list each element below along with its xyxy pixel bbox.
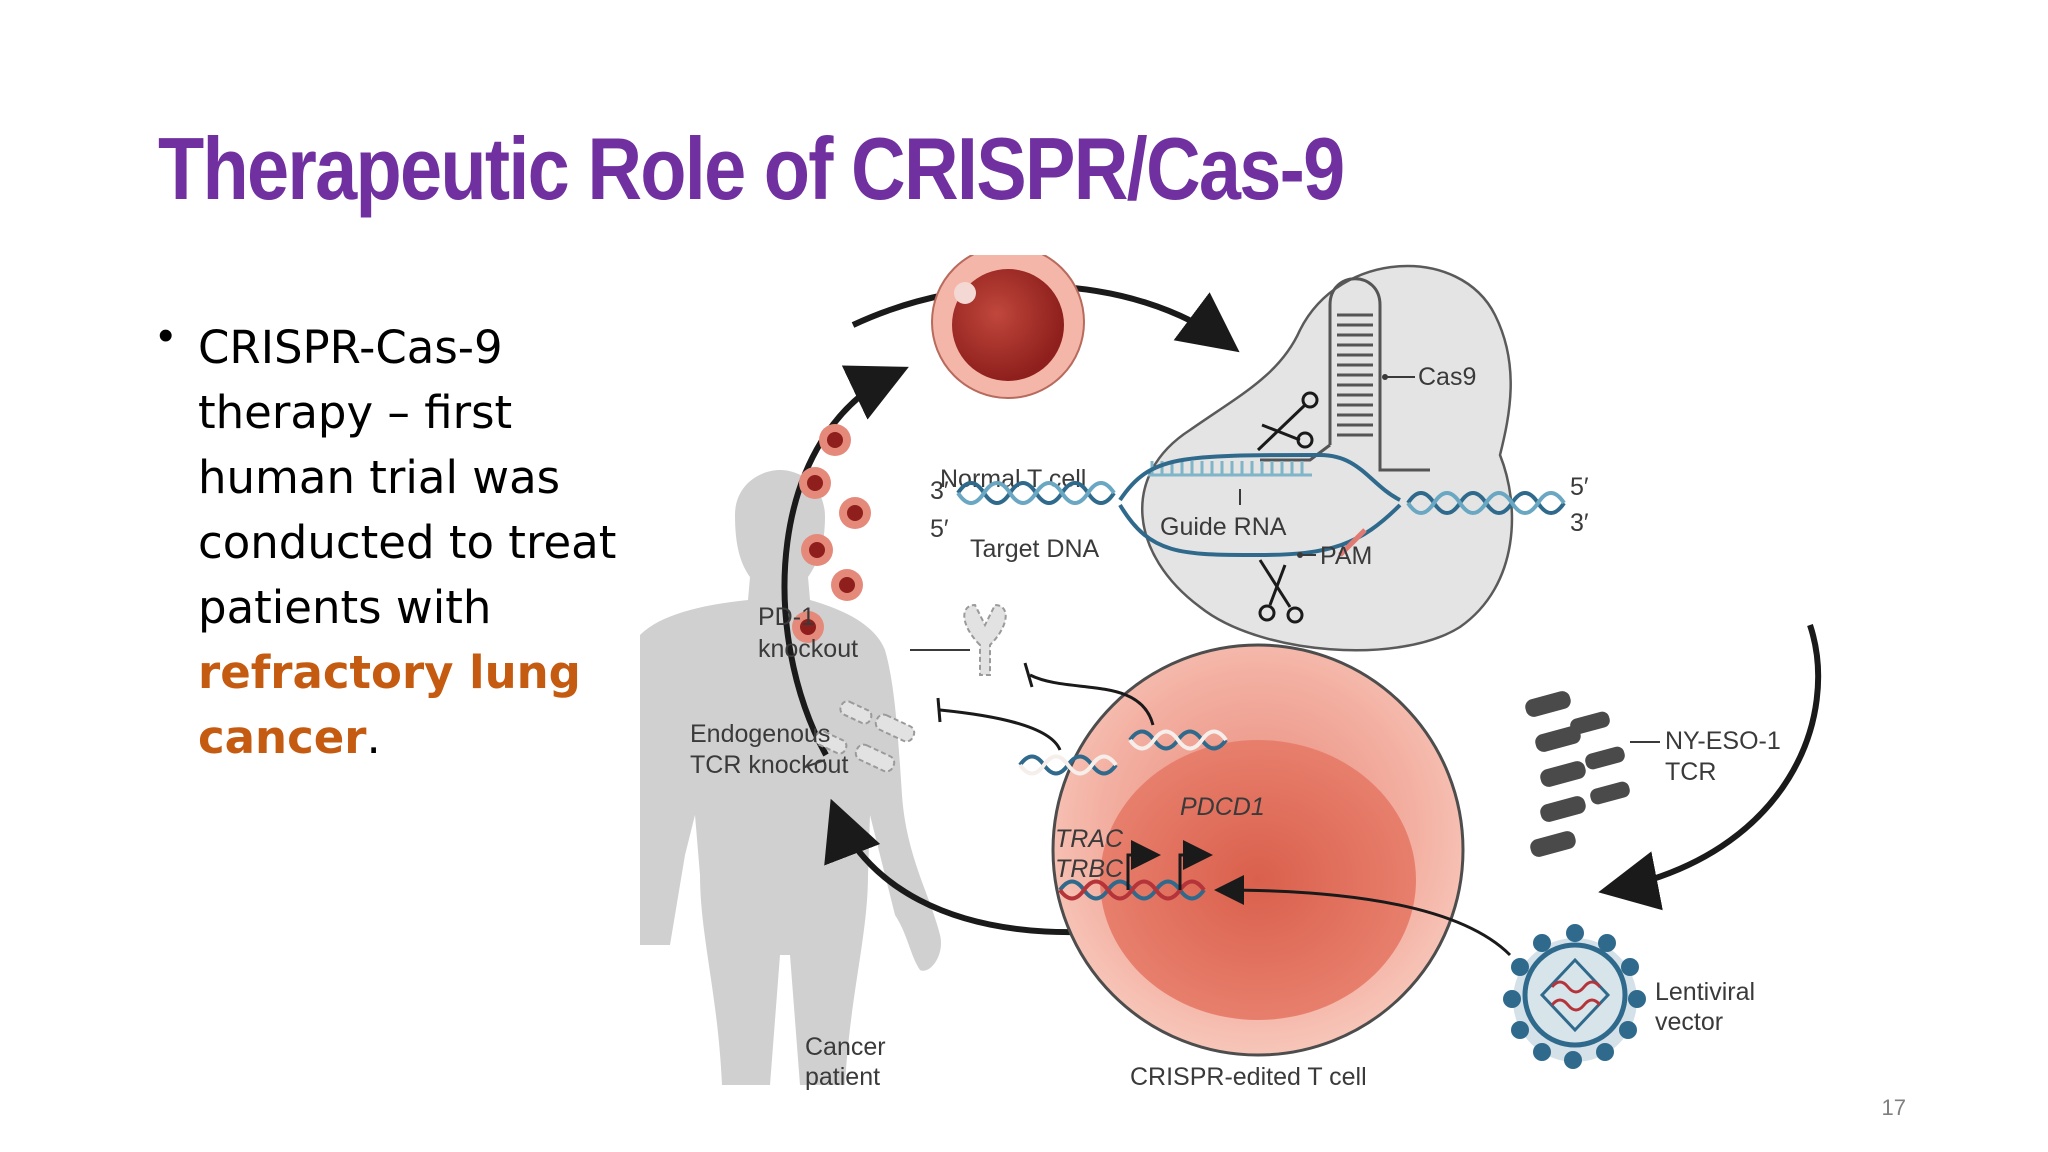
small-cell-icon: [831, 569, 863, 601]
bullet-dot-icon: •: [158, 311, 174, 360]
endogenous-label-line2: TCR knockout: [690, 751, 848, 779]
normal-t-cell: [931, 255, 1085, 399]
page-number: 17: [1881, 1095, 1906, 1120]
scissors-icon: [1256, 391, 1319, 452]
small-cell-icon: [801, 534, 833, 566]
guide-rna-hairpin: [1260, 277, 1430, 472]
pdcd1-label: PDCD1: [1180, 793, 1265, 821]
dna-left-3prime: 3′: [930, 477, 949, 505]
small-cell-icon: [792, 611, 824, 643]
endogenous-label-line1: Endogenous: [690, 720, 830, 748]
lentiviral-vector-icon: [1503, 924, 1646, 1069]
pd1-label-line2: knockout: [758, 635, 858, 663]
crispr-therapy-diagram: Normal T cell: [640, 255, 1822, 1091]
arrow-patient-to-normal: [781, 365, 909, 757]
target-dna-label: Target DNA: [970, 535, 1100, 563]
cycle-arrows: [781, 283, 1822, 936]
bullet-point: • CRISPR-Cas-9 therapy – first human tri…: [158, 311, 618, 770]
crispr-edited-t-cell: [936, 643, 1465, 1057]
bullet-text: CRISPR-Cas-9 therapy – first human trial…: [198, 315, 618, 770]
highlight-text: refractory lung cancer: [198, 646, 581, 764]
cas9-complex: [1118, 264, 1514, 652]
guide-rna-label: Guide RNA: [1160, 513, 1287, 541]
slide-title: Therapeutic Role of CRISPR/Cas-9: [158, 119, 1345, 218]
crispr-edited-t-cell-label: CRISPR-edited T cell: [1130, 1063, 1367, 1091]
cancer-patient-label-line2: patient: [805, 1063, 880, 1091]
trbc-label: TRBC: [1055, 855, 1124, 883]
small-cell-icon: [799, 467, 831, 499]
cas9-label: Cas9: [1418, 363, 1476, 391]
bullet-text-body: CRISPR-Cas-9 therapy – first human trial…: [198, 321, 617, 634]
pd1-label-line1: PD-1: [758, 603, 815, 631]
ny-eso-1-tcr-icon: [1525, 691, 1630, 857]
lentiviral-label-line2: vector: [1655, 1008, 1723, 1036]
arrow-cas9-to-vector: [1598, 624, 1822, 911]
dna-right-3prime: 3′: [1570, 509, 1589, 537]
target-dna-helix-right: [1406, 491, 1566, 515]
bullet-text-end: .: [366, 711, 381, 764]
ny-eso-1-label-line2: TCR: [1665, 758, 1716, 786]
endogenous-tcr-icon: [814, 700, 916, 773]
target-dna-helix-left: [956, 481, 1116, 505]
small-cell-icon: [839, 497, 871, 529]
lentiviral-label-line1: Lentiviral: [1655, 978, 1755, 1006]
dna-left-5prime: 5′: [930, 515, 949, 543]
pam-label: PAM: [1320, 542, 1372, 570]
pd1-receptor-icon: [963, 603, 1007, 676]
ny-eso-1-label-line1: NY-ESO-1: [1665, 727, 1781, 755]
trac-label: TRAC: [1055, 825, 1124, 853]
scissors-icon: [1258, 559, 1304, 624]
floating-cells: [792, 424, 871, 643]
patient-silhouette: [640, 470, 941, 1085]
cancer-patient-label-line1: Cancer: [805, 1033, 886, 1061]
small-cell-icon: [819, 424, 851, 456]
dna-right-5prime: 5′: [1570, 473, 1589, 501]
arrow-edited-to-patient: [824, 798, 1119, 936]
